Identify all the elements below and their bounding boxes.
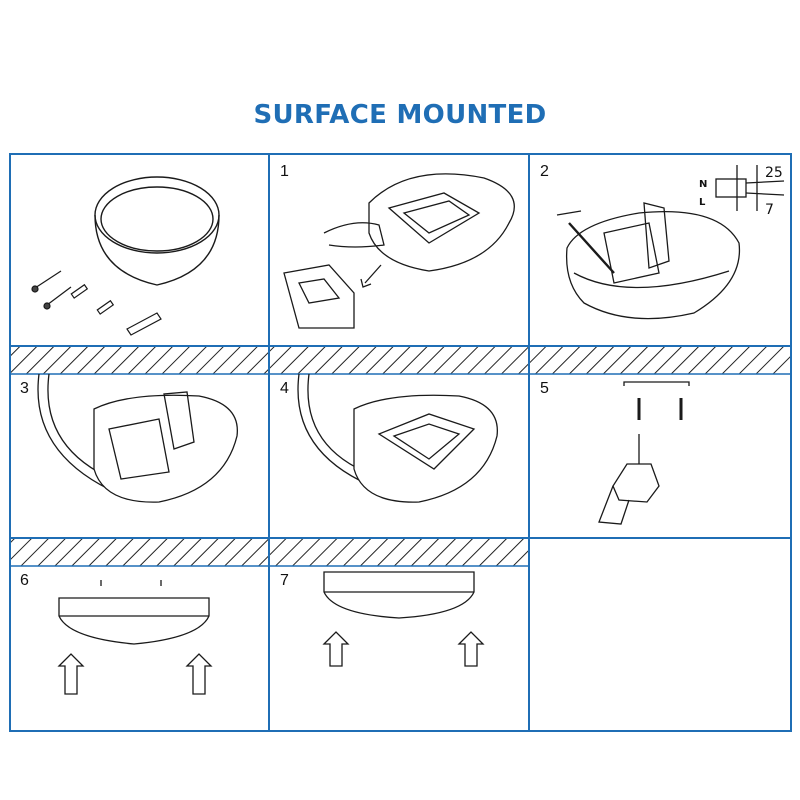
arrow-up-icon — [185, 653, 213, 695]
panel-connect: 3 — [9, 374, 269, 538]
panel-parts — [9, 153, 269, 346]
step-number: 1 — [280, 163, 289, 180]
live-label: L — [699, 197, 706, 208]
ceiling-band-row2 — [9, 345, 792, 375]
step-number: 7 — [280, 572, 289, 589]
panel-empty — [529, 538, 792, 732]
grid-frame — [9, 153, 792, 732]
page-title: SURFACE MOUNTED — [253, 100, 547, 130]
step-number: 3 — [20, 380, 29, 397]
arrow-up-icon — [57, 653, 85, 695]
instruction-grid: 1 2 — [9, 153, 792, 732]
fix-illustration — [322, 571, 485, 667]
strip-length-outer: 25 — [765, 165, 783, 181]
arrow-up-icon — [457, 631, 485, 667]
panel-open: 1 — [269, 153, 529, 346]
close-cover-illustration — [297, 374, 498, 503]
step-number: 5 — [540, 380, 549, 397]
panel-drill: 5 — [529, 374, 792, 538]
step-number: 4 — [280, 380, 289, 397]
panel-mount: 6 — [9, 566, 269, 732]
step-number: 2 — [540, 163, 549, 180]
screws-icon — [31, 270, 162, 336]
wiring-illustration: N L 25 7 — [556, 165, 785, 320]
neutral-label: N — [699, 179, 707, 190]
strip-length-inner: 7 — [765, 202, 774, 218]
panel-wiring: 2 N L 25 7 — [529, 153, 792, 346]
panel-close: 4 — [269, 374, 529, 538]
parts-illustration — [31, 176, 220, 336]
drill-illustration — [598, 381, 690, 525]
step-number: 6 — [20, 572, 29, 589]
arrow-up-icon — [322, 631, 350, 667]
connect-illustration — [37, 374, 238, 503]
panel-fix: 7 — [269, 566, 529, 732]
open-cover-illustration — [283, 173, 515, 329]
mount-illustration — [57, 580, 213, 695]
